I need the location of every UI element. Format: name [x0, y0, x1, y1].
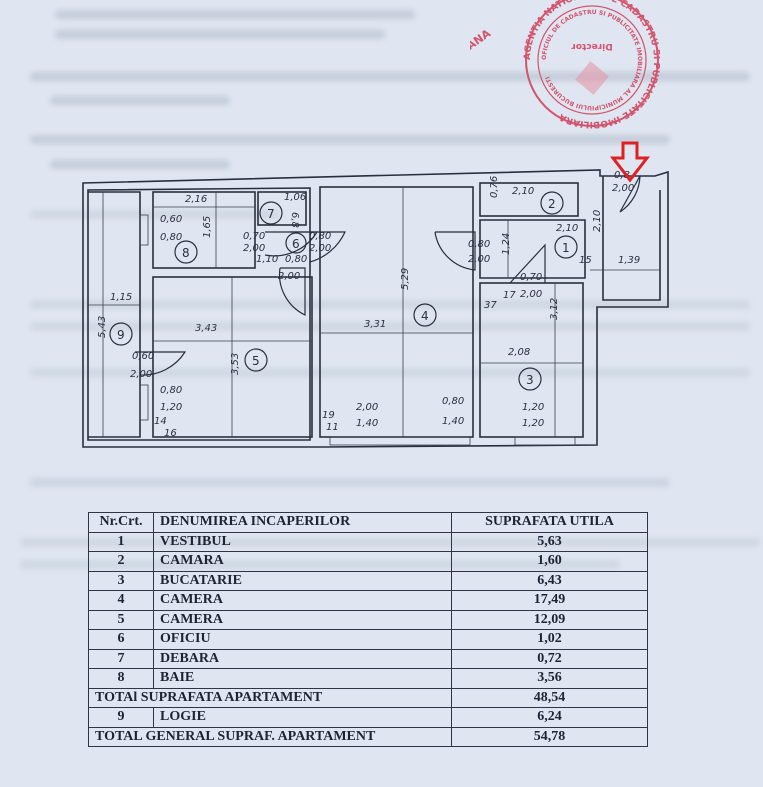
svg-text:1,20: 1,20: [160, 402, 182, 413]
svg-text:2: 2: [548, 197, 556, 211]
svg-text:1: 1: [562, 241, 570, 255]
svg-text:6: 6: [292, 237, 300, 251]
svg-text:15: 15: [579, 255, 592, 266]
svg-text:9: 9: [117, 328, 125, 342]
svg-text:37: 37: [484, 300, 497, 311]
stamp-center-text: Director: [571, 41, 613, 51]
svg-text:3,12: 3,12: [549, 298, 560, 320]
svg-text:0,70: 0,70: [243, 231, 265, 242]
svg-text:2,00: 2,00: [130, 369, 152, 380]
svg-text:1,06: 1,06: [284, 192, 306, 203]
svg-text:3,53: 3,53: [230, 353, 241, 375]
svg-text:0,80: 0,80: [160, 385, 182, 396]
floor-plan: 2,16 0,60 0,80 1,65 1,06 6,8 0,70 2,00 0…: [82, 141, 669, 448]
svg-text:3,43: 3,43: [195, 323, 217, 334]
svg-text:2,00: 2,00: [309, 243, 331, 254]
svg-text:0,80: 0,80: [442, 396, 464, 407]
room-numbers: 1 2 3 4 5 6 7 8 9: [109, 191, 578, 391]
svg-text:3,31: 3,31: [364, 319, 386, 330]
svg-text:0,8: 0,8: [614, 170, 630, 181]
svg-text:1,20: 1,20: [522, 418, 544, 429]
svg-text:0,80: 0,80: [285, 254, 307, 265]
svg-text:1,39: 1,39: [618, 255, 640, 266]
svg-text:1,24: 1,24: [501, 233, 512, 255]
svg-text:19: 19: [322, 410, 335, 421]
svg-text:17: 17: [503, 290, 516, 301]
svg-text:2,00: 2,00: [278, 271, 300, 282]
svg-text:2,00: 2,00: [520, 289, 542, 300]
svg-text:16: 16: [164, 428, 177, 439]
svg-text:3: 3: [526, 373, 534, 387]
rooms-table: Nr.Crt. DENUMIREA INCAPERILOR SUPRAFATA …: [88, 512, 648, 747]
svg-text:5,43: 5,43: [97, 316, 108, 338]
svg-text:0,60: 0,60: [132, 351, 154, 362]
svg-text:11: 11: [326, 422, 339, 433]
svg-text:0,80: 0,80: [309, 231, 331, 242]
svg-text:2,00: 2,00: [243, 243, 265, 254]
svg-text:2,00: 2,00: [356, 402, 378, 413]
svg-text:0,60: 0,60: [160, 214, 182, 225]
svg-text:2,10: 2,10: [592, 210, 603, 232]
red-arrow-icon: [609, 141, 651, 183]
coat-of-arms-icon: [575, 61, 609, 95]
dimension-labels: 2,16 0,60 0,80 1,65 1,06 6,8 0,70 2,00 0…: [97, 170, 640, 439]
svg-text:1,40: 1,40: [442, 416, 464, 427]
svg-text:0,80: 0,80: [160, 232, 182, 243]
svg-text:2,08: 2,08: [508, 347, 530, 358]
svg-text:1,20: 1,20: [522, 402, 544, 413]
svg-text:2,00: 2,00: [468, 254, 490, 265]
official-stamp: AGENTIA NATIONALA DE CADASTRU SI PUBLICI…: [470, 0, 660, 129]
svg-text:2,10: 2,10: [512, 186, 534, 197]
svg-text:2,16: 2,16: [185, 194, 207, 205]
svg-text:5,29: 5,29: [400, 268, 411, 290]
svg-text:14: 14: [154, 416, 167, 427]
svg-text:1,15: 1,15: [110, 292, 132, 303]
svg-text:4: 4: [421, 309, 429, 323]
svg-text:1,65: 1,65: [202, 216, 213, 238]
svg-text:1,10: 1,10: [256, 254, 278, 265]
svg-text:0,80: 0,80: [468, 239, 490, 250]
table-header: Nr.Crt. DENUMIREA INCAPERILOR SUPRAFATA …: [88, 512, 648, 533]
svg-text:5: 5: [252, 354, 260, 368]
svg-text:1,40: 1,40: [356, 418, 378, 429]
svg-text:7: 7: [267, 207, 275, 221]
svg-text:2,00: 2,00: [612, 183, 634, 194]
svg-text:6,8: 6,8: [289, 212, 300, 228]
svg-text:0,76: 0,76: [489, 176, 500, 198]
svg-text:2,10: 2,10: [556, 223, 578, 234]
svg-text:8: 8: [182, 246, 190, 260]
svg-text:0,70: 0,70: [520, 272, 542, 283]
